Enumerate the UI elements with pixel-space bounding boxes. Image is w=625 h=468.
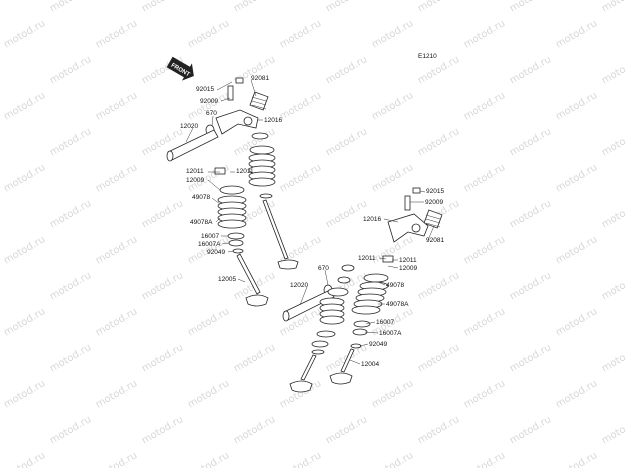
rocker-arm-lower bbox=[387, 213, 429, 243]
label-49078-lower: 49078 bbox=[386, 282, 404, 289]
label-16007A-lower: 16007A bbox=[379, 330, 402, 337]
label-16007-lower: 16007 bbox=[376, 319, 394, 326]
label-92009-upper: 92009 bbox=[200, 98, 218, 105]
rocker-arm-upper bbox=[215, 109, 259, 135]
label-16007-upper: 16007 bbox=[201, 233, 219, 240]
label-49078A-lower: 49078A bbox=[386, 301, 409, 308]
leader-lines bbox=[185, 79, 435, 365]
adjusting-screw-lower bbox=[404, 187, 421, 211]
label-92015-lower: 92015 bbox=[426, 188, 444, 195]
rocker-shaft-upper bbox=[166, 129, 219, 162]
label-12020-upper: 12020 bbox=[180, 123, 198, 130]
label-12016-lower: 12016 bbox=[363, 216, 381, 223]
exhaust-valve-upper bbox=[262, 199, 299, 270]
rocker-shaft-lower bbox=[282, 289, 335, 322]
tappet-spring-upper bbox=[249, 91, 269, 111]
label-12020-lower: 12020 bbox=[290, 282, 308, 289]
label-12016-upper: 12016 bbox=[264, 117, 282, 124]
label-12009-upper: 12009 bbox=[186, 177, 204, 184]
label-12011-lower-a: 12011 bbox=[358, 255, 376, 262]
label-92015-upper: 92015 bbox=[196, 86, 214, 93]
valve-spring-stack-upper-a bbox=[214, 167, 247, 254]
label-12004: 12004 bbox=[361, 361, 379, 368]
label-12011-lower-b: 12011 bbox=[399, 257, 417, 264]
label-12009-lower: 12009 bbox=[399, 265, 417, 272]
label-16007A-upper: 16007A bbox=[198, 241, 221, 248]
label-670-lower: 670 bbox=[318, 265, 329, 272]
valve-spring-stack-upper-b bbox=[248, 132, 276, 199]
adjusting-screw-upper bbox=[227, 77, 244, 101]
exhaust-valve-lower bbox=[289, 354, 317, 393]
label-92049-upper: 92049 bbox=[207, 249, 225, 256]
label-92081-upper: 92081 bbox=[251, 75, 269, 82]
label-92081-lower: 92081 bbox=[426, 237, 444, 244]
label-670-upper: 670 bbox=[206, 110, 217, 117]
intake-valve-lower bbox=[329, 348, 355, 385]
label-92049-lower: 92049 bbox=[369, 341, 387, 348]
label-12005: 12005 bbox=[218, 276, 236, 283]
front-arrow-icon: FRONT bbox=[166, 56, 194, 81]
part-labels: 92015 92081 92009 670 12016 12020 12011 … bbox=[180, 75, 444, 368]
label-49078A-upper: 49078A bbox=[190, 219, 213, 226]
label-49078-upper: 49078 bbox=[192, 194, 210, 201]
tappet-spring-lower bbox=[423, 209, 443, 229]
valve-spring-stack-lower-a bbox=[311, 264, 355, 355]
label-92009-lower: 92009 bbox=[425, 199, 443, 206]
diagram-code: E1210 bbox=[418, 53, 437, 60]
label-12011-upper-b: 12011 bbox=[236, 168, 254, 175]
intake-valve-upper bbox=[236, 253, 269, 307]
label-12011-upper-a: 12011 bbox=[186, 168, 204, 175]
valve-spring-stack-lower-b bbox=[350, 255, 394, 349]
